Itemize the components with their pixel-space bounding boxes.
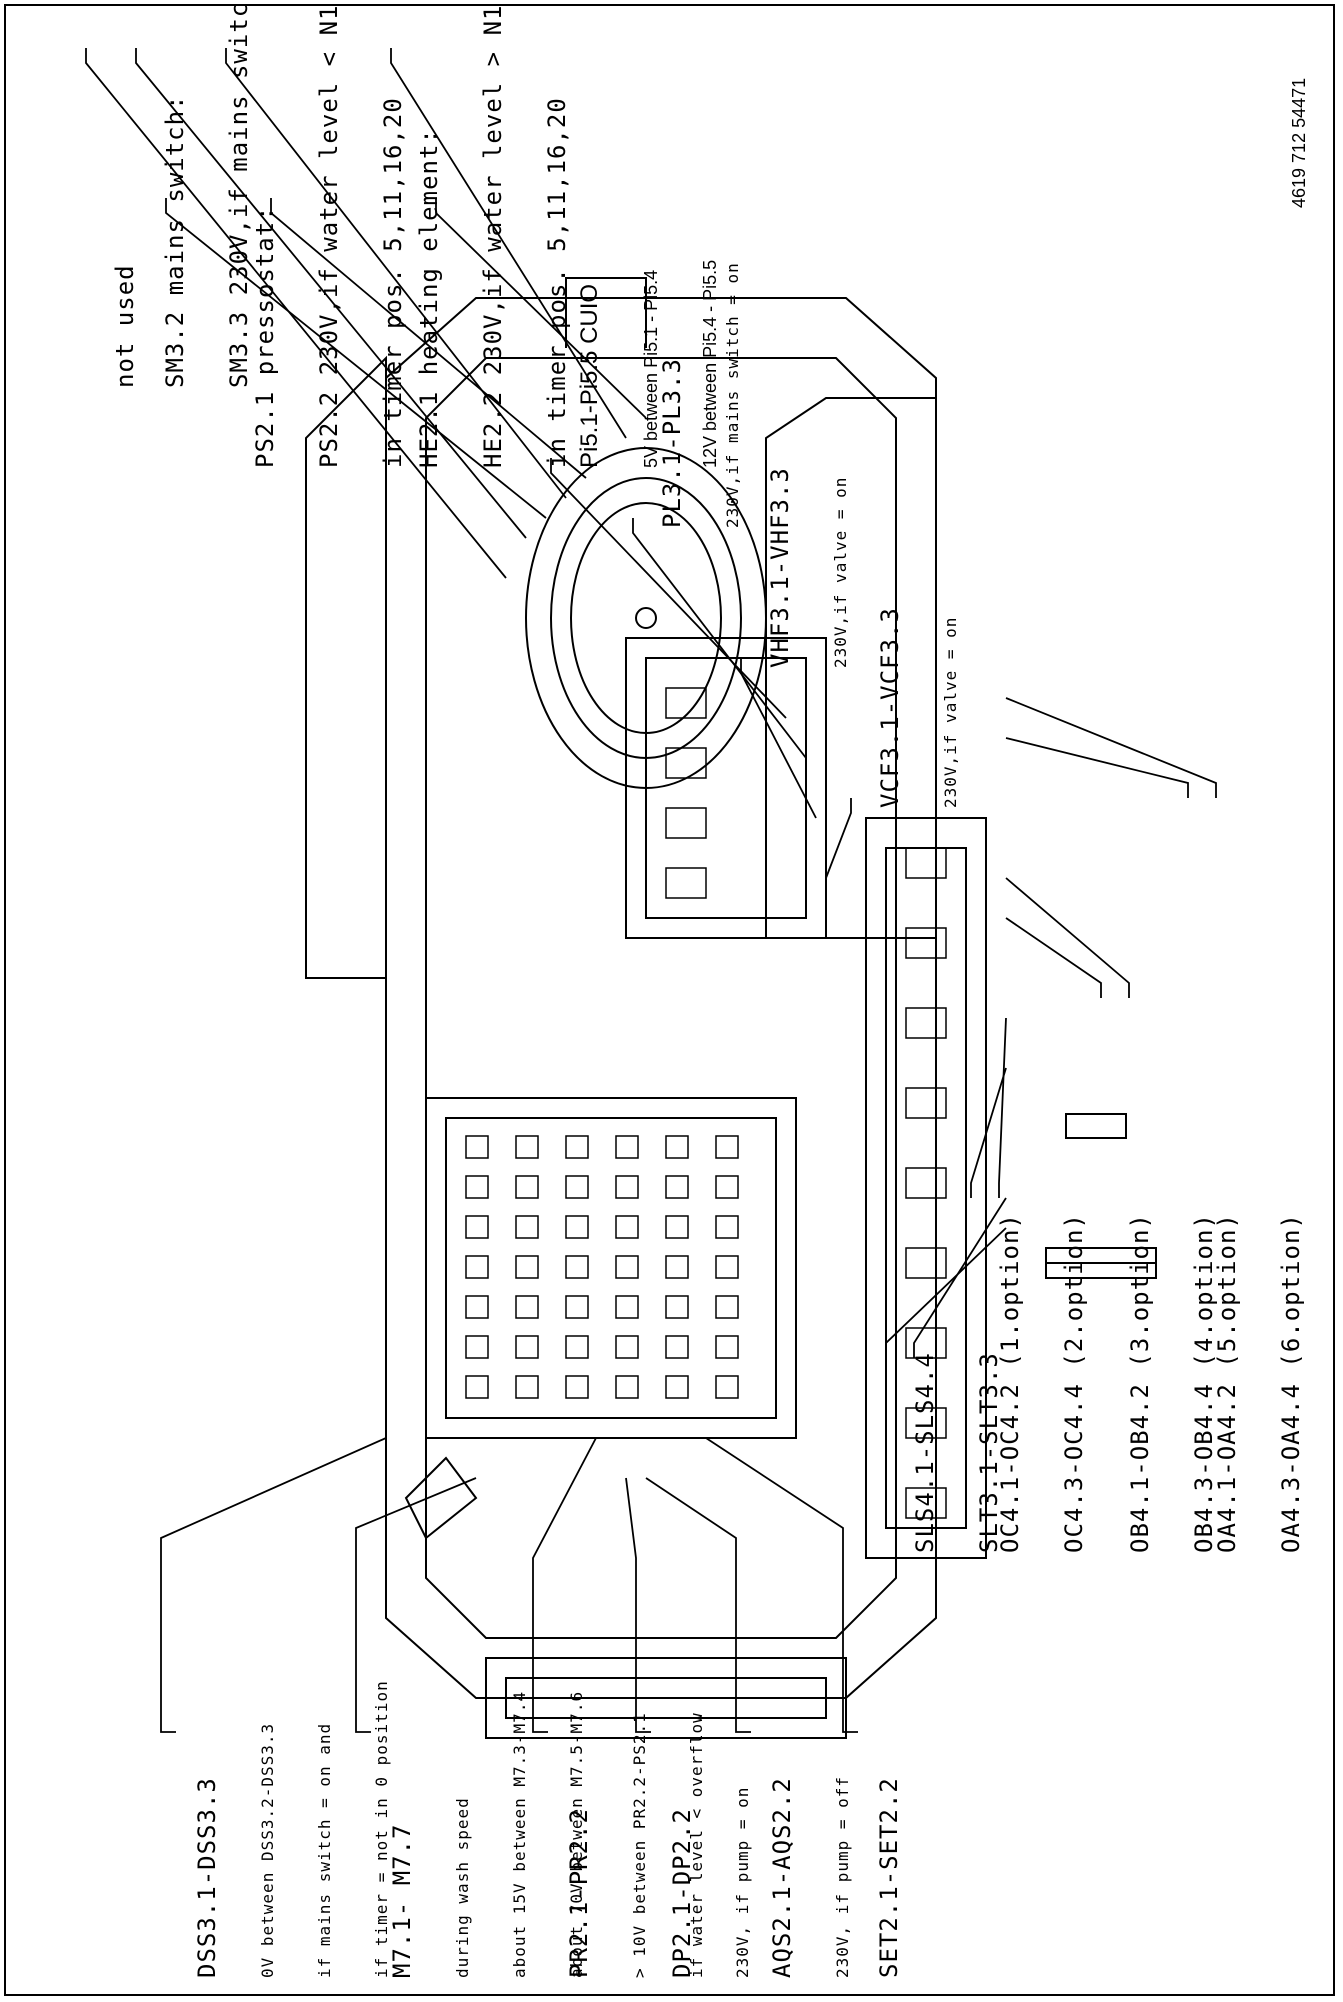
timer-unit-drawing — [85, 48, 1217, 1739]
leader-sm3-a — [135, 48, 527, 539]
upper-housing — [305, 355, 387, 979]
callout-title: SM3.2 mains switch: — [161, 94, 189, 388]
contact-grid-cells — [465, 1135, 739, 1399]
leader-sm3-b — [165, 198, 547, 519]
callout-line: if mains switch = on and — [315, 1722, 334, 1978]
callout-line: 0V between DSS3.2-DSS3.3 — [258, 1722, 277, 1978]
leader-oa4-1 — [1005, 737, 1189, 798]
callout-title: HE2.1 heating element: — [415, 128, 443, 468]
leader-notused — [85, 48, 507, 579]
callout-oa4: OA4.1-OA4.2 (5.option) OA4.3-OA4.4 (6.op… — [1176, 1213, 1342, 1553]
callout-title: PS2.1 pressostat: — [251, 205, 279, 468]
callout-title: DP2.1-DP2.2 — [668, 1808, 696, 1978]
callout-line: OB4.1-OB4.2 (3.option) — [1126, 1213, 1154, 1553]
leader-oc4-1 — [970, 1067, 1007, 1198]
leader-he2-b — [435, 198, 647, 419]
callout-line: during wash speed — [453, 1797, 472, 1978]
contact-grid — [445, 1117, 777, 1419]
callout-line: OA4.3-OA4.4 (6.option) — [1277, 1213, 1305, 1553]
callout-line: PS2.2 230V,if water level < N1 — [315, 4, 343, 468]
callout-vcf3: VCF3.1-VCF3.3 230V,if valve = on — [839, 607, 998, 808]
callout-line: 230V,if valve = on — [941, 616, 960, 808]
callout-title: PL3.1-PL3.3 — [658, 358, 686, 528]
callout-title: AQS2.1-AQS2.2 — [768, 1777, 796, 1978]
callout-title: SET2.1-SET2.2 — [875, 1777, 903, 1978]
diagram-frame: DSS3.1-DSS3.3 0V between DSS3.2-DSS3.3 i… — [4, 0, 1337, 1998]
rotated-drawing: DSS3.1-DSS3.3 0V between DSS3.2-DSS3.3 i… — [6, 0, 1337, 1998]
callout-title: VCF3.1-VCF3.3 — [876, 607, 904, 808]
leader-he2-a — [390, 48, 627, 439]
callout-title: Pi5.1-Pi5.5 CUIO — [576, 283, 603, 468]
leader-dp2 — [625, 1477, 651, 1733]
callout-set2: SET2.1-SET2.2 — [838, 1777, 940, 1978]
callout-title: PR2.1-PR2.2 — [565, 1808, 593, 1978]
leader-pr2 — [532, 1437, 597, 1733]
connector-strip-right — [865, 817, 987, 1559]
callout-title: VHF3.1-VHF3.3 — [766, 467, 794, 668]
document-id: 4619 712 54471 — [1289, 77, 1309, 208]
leader-set2 — [705, 1437, 858, 1733]
leader-aqs2 — [645, 1477, 751, 1733]
connector-strip-left — [485, 1657, 847, 1739]
callout-line: OA4.1-OA4.2 (5.option) — [1213, 1213, 1241, 1553]
callout-line: SLS4.1-SLS4.4 — [911, 1352, 939, 1553]
leader-vhf3 — [740, 658, 817, 819]
leader-m7 — [355, 1477, 477, 1733]
callout-title: DSS3.1-DSS3.3 — [193, 1777, 221, 1978]
terminal-block — [625, 637, 827, 939]
leader-lines — [85, 48, 1217, 1733]
leader-pi5 — [550, 458, 787, 719]
leader-ob4-1 — [1005, 917, 1102, 998]
unit-body — [385, 297, 937, 1699]
callout-line: OC4.1-OC4.2 (1.option) — [996, 1213, 1024, 1553]
leader-sls4-1 — [885, 1227, 1007, 1358]
leader-dss — [160, 1437, 387, 1733]
leader-vcf3 — [825, 798, 852, 879]
callout-line: about 15V between M7.3-M7.4 — [510, 1690, 529, 1978]
callout-line: OC4.3-OC4.4 (2.option) — [1060, 1213, 1088, 1553]
leader-ps2-b — [270, 198, 587, 479]
callout-line: HE2.2 230V,if water level > N1 — [479, 4, 507, 468]
callout-title: M7.1- M7.7 — [388, 1823, 416, 1979]
connector-pins — [665, 687, 947, 1519]
leader-ps2-a — [225, 48, 567, 499]
leader-pl3 — [632, 518, 807, 759]
